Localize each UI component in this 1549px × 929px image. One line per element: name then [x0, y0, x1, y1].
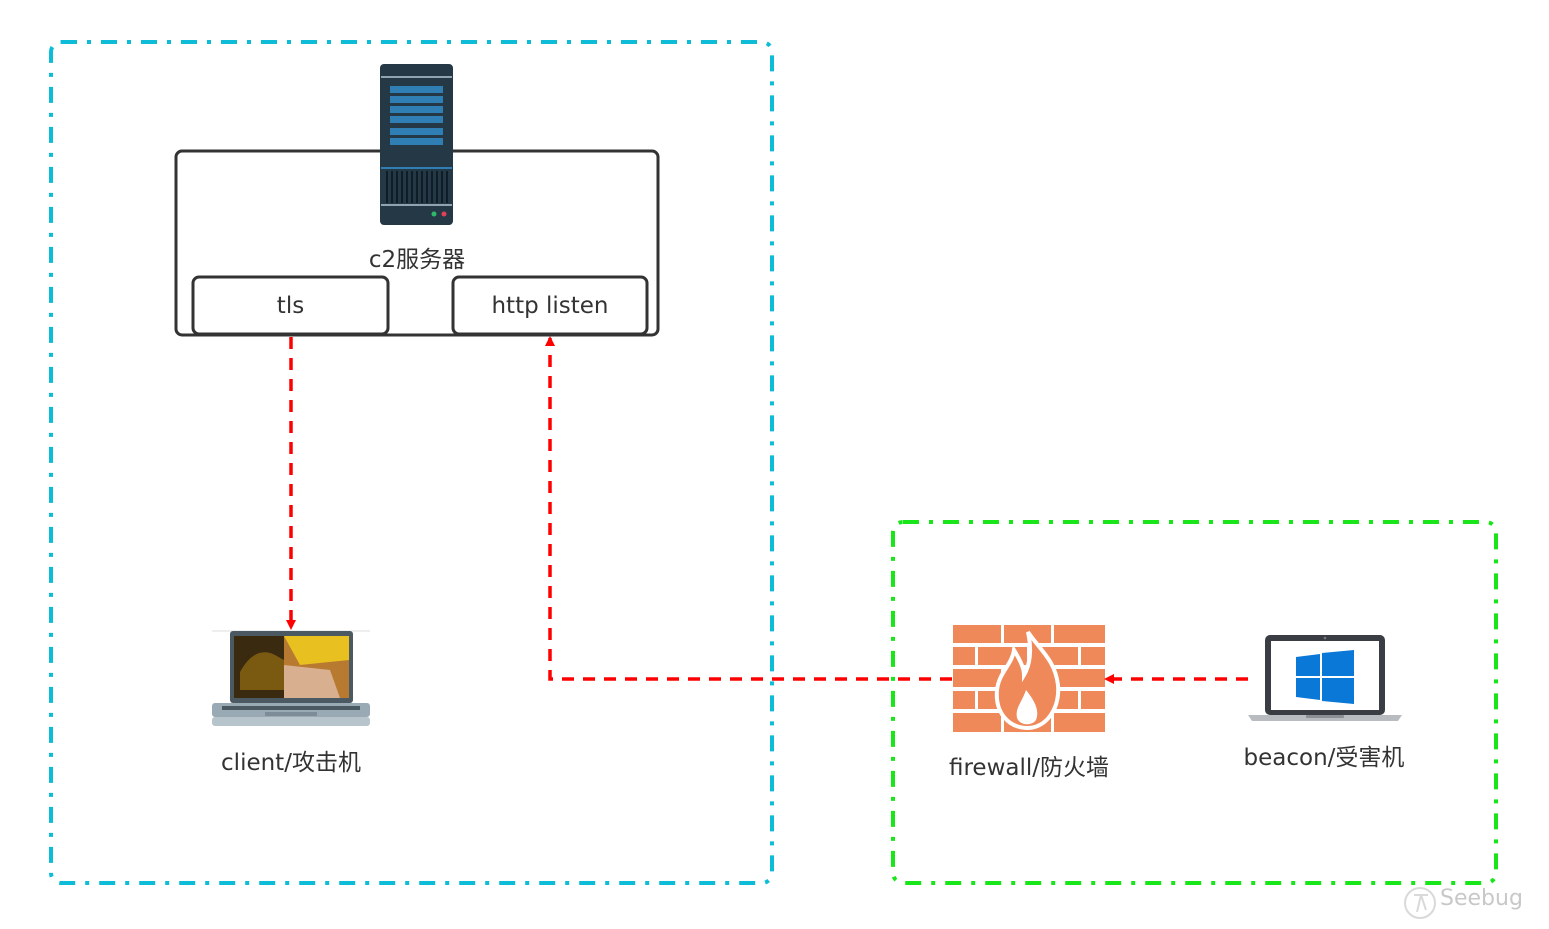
victim-zone — [891, 520, 1498, 885]
http-listener-box[interactable] — [451, 275, 649, 336]
client-label: client/攻击机 — [221, 750, 361, 776]
http-listener-label: http listen — [491, 293, 609, 319]
server-icon — [380, 64, 453, 225]
firewall-icon — [953, 625, 1105, 732]
firewall-label: firewall/防火墙 — [948, 755, 1110, 781]
beacon-label: beacon/受害机 — [1243, 745, 1405, 771]
tls-listener-box[interactable] — [191, 275, 390, 336]
tls-listener-label: tls — [276, 293, 305, 319]
seebug-watermark: Seebug — [1440, 886, 1523, 911]
seebug-logo-icon — [1404, 887, 1436, 919]
connection-firewall-to-http-listen — [545, 336, 952, 681]
attacker-zone — [49, 40, 774, 885]
laptop-icon — [212, 630, 370, 726]
windows-laptop-icon — [1248, 635, 1402, 721]
c2-server-label: c2服务器 — [368, 247, 466, 273]
